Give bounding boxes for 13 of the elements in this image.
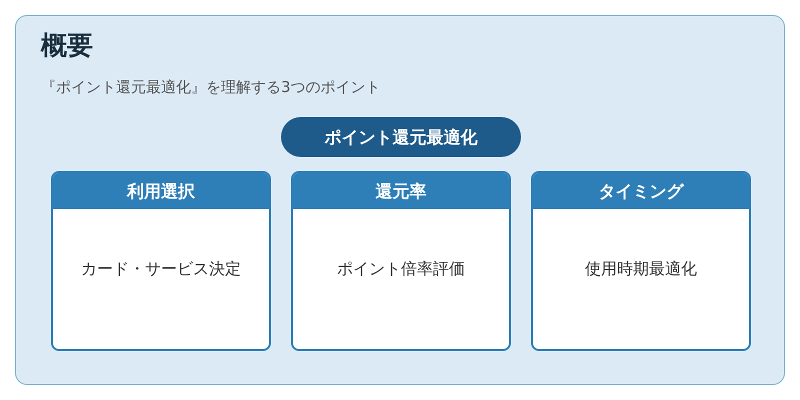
card <box>531 171 751 351</box>
card-text: 使用時期最適化 <box>584 259 698 280</box>
title-pill: ポイント還元最適化 <box>281 117 521 157</box>
card-header: 利用選択 <box>53 173 269 209</box>
panel <box>15 15 785 385</box>
card <box>51 171 271 351</box>
card-text: ポイント倍率評価 <box>336 259 466 280</box>
card <box>291 171 511 351</box>
card-header: タイミング <box>533 173 749 209</box>
card-text: カード・サービス決定 <box>80 259 242 280</box>
card-header: 還元率 <box>293 173 509 209</box>
heading: 概要 <box>41 30 93 63</box>
subtitle: 『ポイント還元最適化』を理解する3つのポイント <box>41 78 381 97</box>
